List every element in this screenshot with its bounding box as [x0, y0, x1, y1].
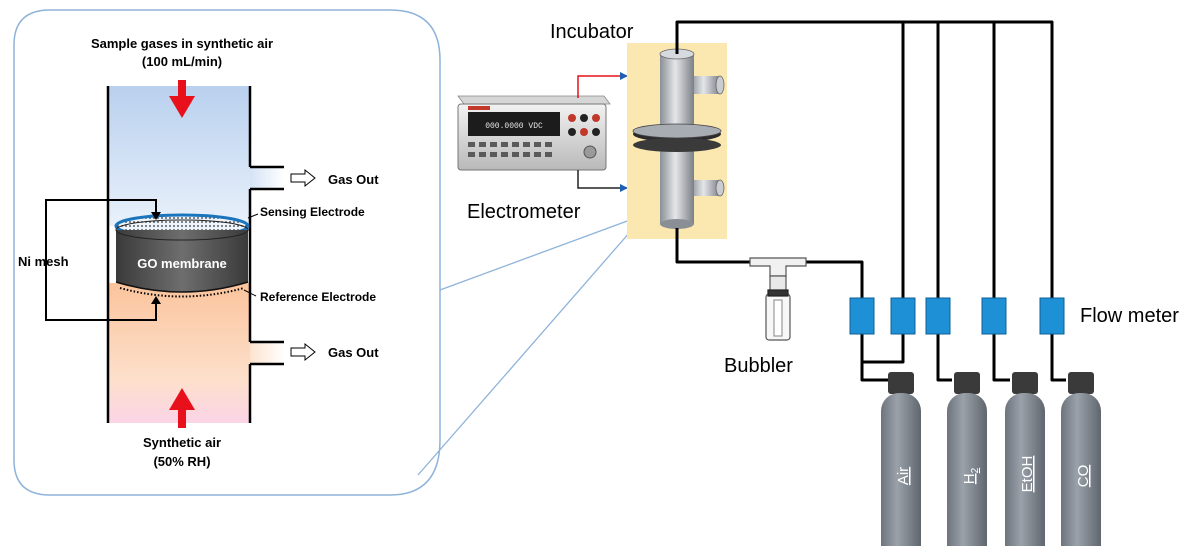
cylinder-label-h2: H2 — [961, 467, 981, 484]
gas-out-lower-arrow — [290, 342, 316, 362]
bottom-label-1: Synthetic air — [143, 435, 221, 450]
ni-mesh-label: Ni mesh — [18, 254, 69, 269]
inlet-label-1: Sample gases in synthetic air — [91, 36, 273, 51]
sensing-electrode-label: Sensing Electrode — [260, 205, 365, 219]
flow-meter-3 — [925, 297, 951, 335]
cylinder-label-etoh: EtOH — [1019, 456, 1036, 493]
flow-meter-label: Flow meter — [1080, 305, 1179, 327]
bubbler — [749, 257, 807, 341]
ni-mesh-wire — [45, 199, 157, 321]
flow-meter-1 — [849, 297, 875, 335]
flow-meter-5 — [1039, 297, 1065, 335]
flow-meter-4 — [981, 297, 1007, 335]
gas-out-upper-arrow — [290, 168, 316, 188]
incubator-label: Incubator — [550, 21, 634, 43]
bottom-label-2: (50% RH) — [153, 454, 210, 469]
inlet-label-2: (100 mL/min) — [142, 54, 222, 69]
reference-electrode-label: Reference Electrode — [260, 290, 376, 304]
go-membrane — [115, 219, 249, 293]
electrometer-screen — [468, 112, 560, 136]
gas-out-upper-label: Gas Out — [328, 172, 379, 187]
chamber-walls — [106, 86, 284, 423]
cylinder-label-air: Air — [895, 467, 912, 485]
bubbler-label: Bubbler — [724, 355, 793, 377]
cylinder-h2 — [947, 372, 987, 546]
lead-black-arrow — [620, 184, 628, 192]
gas-out-lower-label: Gas Out — [328, 345, 379, 360]
wire-arrow-top — [151, 212, 161, 220]
lead-black — [577, 170, 628, 189]
gas-cylinders: Air H2 EtOH CO — [881, 372, 1101, 546]
electrometer-label: Electrometer — [467, 201, 581, 223]
membrane-label: GO membrane — [137, 256, 227, 271]
electrometer: 000.0000 VDC — [457, 95, 611, 171]
gas-out-lower-pipe — [250, 342, 284, 364]
lead-red-arrow — [620, 72, 628, 80]
wire-arrow-bottom — [151, 296, 161, 304]
gas-lines — [675, 20, 1066, 382]
cylinder-label-co: CO — [1075, 465, 1092, 488]
cylinder-etoh — [1005, 372, 1045, 546]
callout-line-top — [439, 219, 631, 291]
reference-pointer — [243, 289, 257, 297]
gas-out-upper-pipe — [250, 167, 284, 189]
sensor-cell — [632, 48, 725, 229]
electrometer-display: 000.0000 VDC — [485, 122, 543, 131]
reference-electrode — [119, 287, 245, 298]
lead-red — [577, 75, 628, 98]
sensing-pointer — [247, 213, 259, 219]
cylinder-air — [881, 372, 921, 546]
flow-meters — [849, 297, 1065, 335]
callout-line-bottom — [417, 231, 631, 476]
flow-meter-2 — [890, 297, 916, 335]
bottom-inlet-arrow — [169, 388, 195, 428]
cylinder-co — [1061, 372, 1101, 546]
inset-panel: GO membrane Sample gases in synthetic ai… — [13, 9, 631, 496]
inlet-arrow — [169, 80, 195, 118]
